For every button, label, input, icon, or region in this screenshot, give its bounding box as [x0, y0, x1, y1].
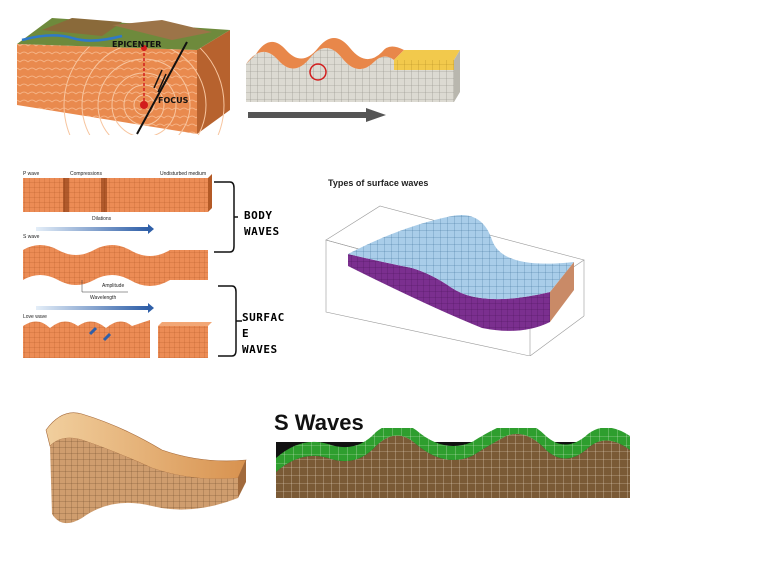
- amplitude-label: Amplitude: [102, 283, 124, 289]
- p-wave-label: P wave: [23, 171, 40, 177]
- wavelength-label: Wavelength: [90, 295, 116, 301]
- surface-types-title: Types of surface waves: [328, 178, 429, 188]
- surface-waves-bracket: [218, 285, 242, 357]
- body-waves-bracket: [214, 181, 238, 253]
- wave-types-panel: P wave Compressions Undisturbed medium D…: [20, 168, 212, 366]
- love-wave-label: Love wave: [23, 314, 47, 320]
- love-wave-tan-block: [42, 406, 250, 536]
- surface-waves-3d-diagram: [322, 196, 586, 356]
- dilations-label: Dilations: [92, 216, 112, 222]
- epicenter-label: EPICENTER: [112, 40, 162, 49]
- s-waves-diagram: [276, 428, 630, 498]
- rayleigh-wave-diagram: [244, 30, 460, 122]
- earthquake-block-diagram: EPICENTER FOCUS: [12, 10, 234, 135]
- s-wave-label: S wave: [23, 234, 40, 240]
- s-waves-title: S Waves: [274, 410, 364, 435]
- undisturbed-label: Undisturbed medium: [160, 171, 206, 177]
- compressions-label: Compressions: [70, 171, 102, 177]
- focus-label: FOCUS: [158, 96, 189, 105]
